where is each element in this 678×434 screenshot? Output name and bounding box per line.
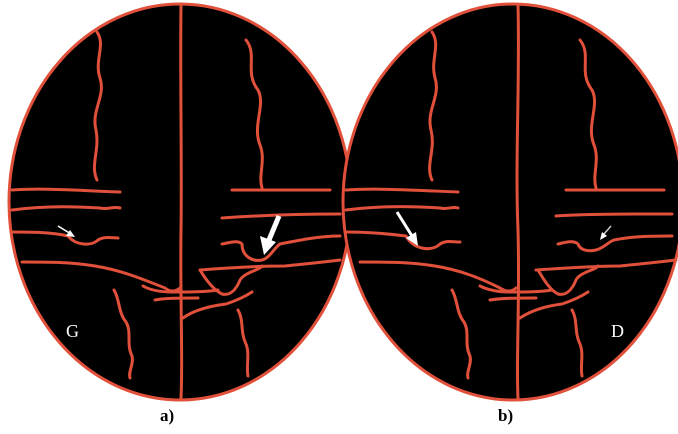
panel-b: D b) [343, 4, 678, 425]
midline [181, 5, 182, 398]
side-label-d: D [611, 321, 624, 341]
panel-b-caption: b) [498, 406, 513, 425]
side-label-g: G [66, 321, 79, 341]
panel-b-ellipse [343, 4, 678, 400]
midline [517, 5, 519, 398]
panel-a: G a) [9, 4, 351, 425]
panel-a-caption: a) [160, 406, 174, 425]
